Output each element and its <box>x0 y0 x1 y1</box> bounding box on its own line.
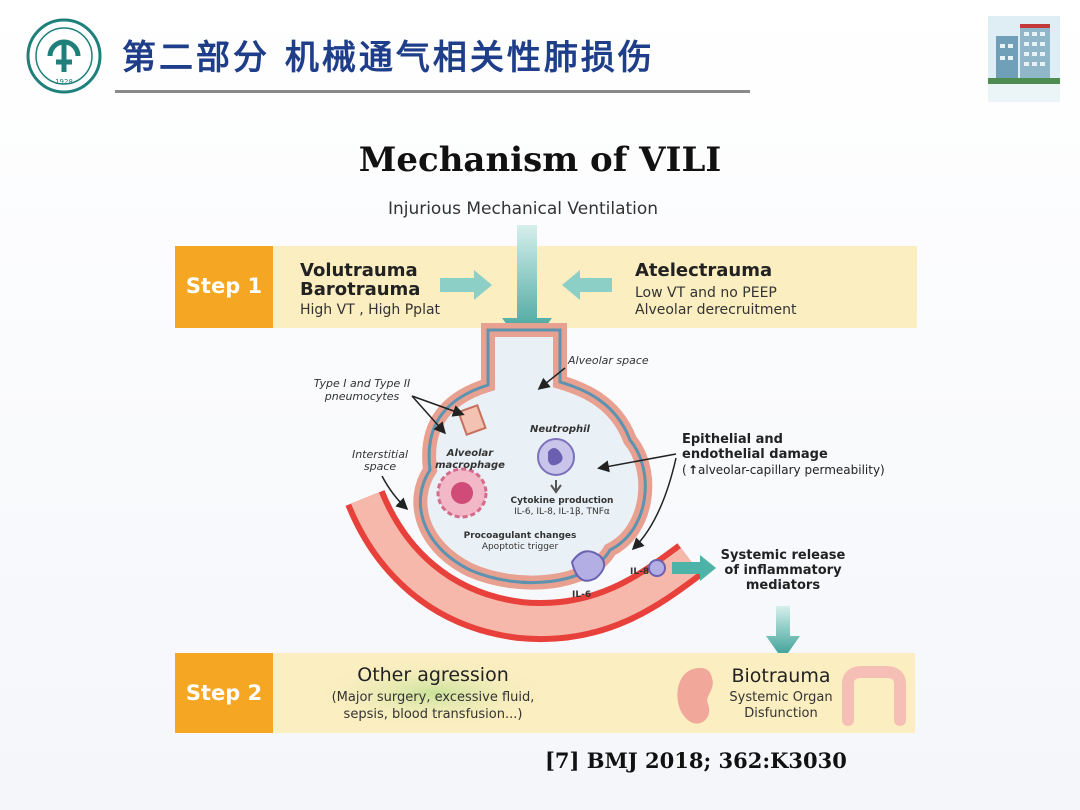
neutrophil-cell <box>537 438 575 476</box>
volutrauma-label: Volutrauma <box>300 260 418 281</box>
cytokine-label-1: Cytokine production <box>511 496 614 506</box>
right-arrow-icon <box>440 270 492 300</box>
barotrauma-label: Barotrauma <box>300 279 420 300</box>
il6-label: IL-6 <box>572 590 591 600</box>
capillary-lumen <box>351 492 700 637</box>
migrating-cell <box>570 550 606 582</box>
page-title: 第二部分 机械通气相关性肺损伤 <box>122 38 655 78</box>
diagram-title: Mechanism of VILI <box>358 140 722 180</box>
logo-year: 1928 <box>55 78 73 86</box>
kidney-icon <box>677 668 713 724</box>
systemic-label-3: mediators <box>746 578 820 593</box>
aggression-sub-1: (Major surgery, excessive fluid, <box>332 690 535 705</box>
step1-badge-bg <box>175 246 273 328</box>
pneumocytes-label-2: pneumocytes <box>324 390 400 403</box>
pneumocyte-pointer-1 <box>411 395 446 435</box>
macrophage-label-1: Alveolar <box>446 448 495 459</box>
high-vt-label: High VT , High Pplat <box>300 302 441 318</box>
step2-badge-bg <box>175 653 273 733</box>
up-arrow-icon: ↑ <box>688 463 698 477</box>
aggression-glow <box>313 657 553 729</box>
damage-paren: ( <box>682 463 687 477</box>
cytokine-arrow-icon <box>550 480 562 494</box>
citation: [7] BMJ 2018; 362:K3030 <box>545 748 847 773</box>
systemic-arrow-icon <box>672 555 716 581</box>
systemic-label-2: of inflammatory <box>724 563 842 578</box>
damage-label-1: Epithelial and <box>682 432 783 447</box>
pneumocyte-cell <box>457 404 487 436</box>
biotrauma-sub-2: Disfunction <box>744 706 818 721</box>
top-label: Injurious Mechanical Ventilation <box>388 199 658 219</box>
procoagulant-label-2: Apoptotic trigger <box>482 542 559 552</box>
pneumocytes-label-1: Type I and Type II <box>314 377 410 390</box>
interstitial-label-2: space <box>364 460 397 473</box>
cytokine-label-2: IL-6, IL-8, IL-1β, TNFα <box>514 507 610 517</box>
derecruitment-label: Alveolar derecruitment <box>635 302 797 318</box>
il8-label: IL-8 <box>630 567 649 577</box>
biotrauma-label: Biotrauma <box>731 665 830 687</box>
alveolar-space-label: Alveolar space <box>567 354 649 367</box>
interstitial-pointer <box>381 475 409 511</box>
step2-badge: Step 2 <box>186 681 262 705</box>
low-vt-label: Low VT and no PEEP <box>635 285 777 301</box>
intestine-icon <box>842 666 906 726</box>
hospital-logo: 1928 <box>26 18 102 94</box>
neutrophil-label: Neutrophil <box>530 424 591 435</box>
alveolar-space-pointer <box>537 367 566 390</box>
alveolus-epithelium <box>418 328 647 585</box>
atelectrauma-label: Atelectrauma <box>635 260 772 281</box>
step1-badge: Step 1 <box>186 274 262 298</box>
damage-label-2: endothelial damage <box>682 447 828 462</box>
macrophage-label-2: macrophage <box>435 460 505 471</box>
damage-label-3: alveolar-capillary permeability) <box>698 463 885 477</box>
ventilation-arrow-icon <box>502 225 552 352</box>
damage-pointer-1 <box>597 453 677 473</box>
header-divider <box>115 90 750 93</box>
interstitial-label-1: Interstitial <box>352 448 408 461</box>
biotrauma-arrow-icon <box>766 606 800 660</box>
hospital-building-image <box>988 16 1060 102</box>
procoagulant-label-1: Procoagulant changes <box>464 531 577 541</box>
step1-band <box>175 246 917 328</box>
left-arrow-icon <box>562 270 612 300</box>
damage-pointer-2 <box>631 457 677 551</box>
systemic-label-1: Systemic release <box>721 548 846 563</box>
other-aggression-label: Other agression <box>357 664 509 686</box>
biotrauma-sub-1: Systemic Organ <box>729 690 832 705</box>
pneumocyte-pointer-2 <box>411 395 465 417</box>
macrophage-cell <box>436 467 488 519</box>
circulating-cell <box>648 559 666 577</box>
aggression-sub-2: sepsis, blood transfusion...) <box>344 707 523 722</box>
